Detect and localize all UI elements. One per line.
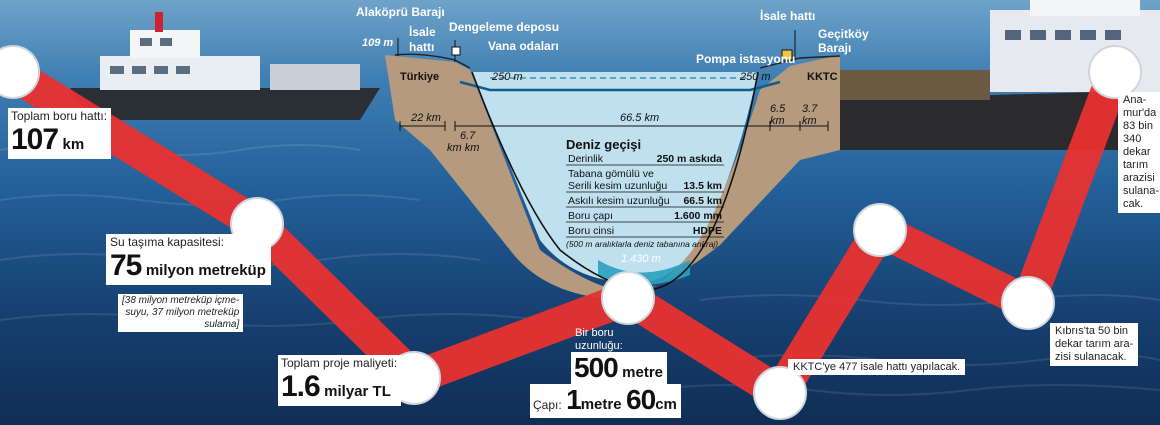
route-node-7 <box>1001 276 1055 330</box>
table-row-val-5: HDPE <box>693 225 722 237</box>
label-6-7km: 6.7 <box>460 130 476 142</box>
seabed-ground <box>385 55 840 299</box>
label-22km: 22 km <box>410 112 441 124</box>
label-gecitkoy-1: Geçitköy <box>818 27 869 41</box>
table-row-val-4: 1.600 mm <box>674 210 722 222</box>
table-row-key-5: Boru cinsi <box>568 225 614 237</box>
table-note: (500 m aralıklarla deniz tabanına ankraj… <box>566 239 718 249</box>
stat-pipe-length: 500 metre <box>571 352 668 386</box>
stat-pipe-total-value: 107 <box>11 123 59 156</box>
stat-cost: Toplam proje maliyeti: 1.6 milyar TL <box>278 355 402 406</box>
stat-diameter-unit1: metre <box>580 396 622 413</box>
label-250m-left: 250 m <box>491 71 523 83</box>
label-turkiye: Türkiye <box>400 71 439 83</box>
stat-pipe-total-label: Toplam boru hattı: <box>11 109 108 123</box>
pipeline-line <box>459 80 781 92</box>
stat-pipe-total: Toplam boru hattı: 107 km <box>8 108 112 159</box>
label-km-65: km <box>770 115 785 127</box>
route-node-4 <box>601 271 655 325</box>
stat-cost-label: Toplam proje maliyeti: <box>281 356 398 370</box>
route-node-5 <box>753 366 807 420</box>
table-row-key-3: Askılı kesim uzunluğu <box>568 195 670 207</box>
table-row-val-3: 66.5 km <box>683 195 722 207</box>
table-row-key-4: Boru çapı <box>568 210 613 222</box>
stat-kibris: Kıbrıs'ta 50 bin dekar tarım ara- zisi s… <box>1050 323 1139 366</box>
label-109m: 109 m <box>362 37 393 49</box>
stat-pipe-total-unit: km <box>62 136 85 153</box>
table-row-key-1: Tabana gömülü ve <box>568 168 654 180</box>
stat-capacity-label: Su taşıma kapasitesi: <box>110 235 225 249</box>
label-66-5km: 66.5 km <box>620 112 659 124</box>
stat-capacity-value: 75 <box>110 249 142 282</box>
stat-pipe-length-label: Bir boru uzunluğu: <box>575 327 623 352</box>
stat-capacity-note: [38 milyon metreküp içme- suyu, 37 milyo… <box>118 294 244 332</box>
stat-diameter-value2: 60 <box>626 384 656 415</box>
route-node-8 <box>1088 45 1142 99</box>
stat-diameter: Çapı: 1metre 60cm <box>530 384 681 418</box>
stat-pipe-length-unit: metre <box>622 364 664 381</box>
label-gecitkoy-2: Barajı <box>818 41 851 55</box>
stat-capacity-unit: milyon metreküp <box>145 262 266 279</box>
stat-pipe-length-value: 500 <box>574 352 619 383</box>
label-isale-left-2: hattı <box>409 40 434 54</box>
label-vana: Vana odaları <box>488 39 559 53</box>
sea-crossing-table: Deniz geçişi Derinlik 250 m askıda Taban… <box>566 137 724 249</box>
label-isale-right: İsale hattı <box>760 8 815 23</box>
stat-diameter-unit2: cm <box>655 396 677 413</box>
label-depth: 1.430 m <box>621 253 661 265</box>
stat-anamur: Ana- mur'da 83 bin 340 dekar tarım arazi… <box>1118 92 1160 213</box>
route-node-6 <box>853 203 907 257</box>
sea-water <box>472 72 758 283</box>
stat-cost-unit: milyar TL <box>324 383 391 400</box>
table-row-key-0: Derinlik <box>568 153 604 165</box>
stat-cost-value: 1.6 <box>281 370 321 403</box>
label-isale-left-1: İsale <box>409 24 436 39</box>
label-pompa: Pompa istasyonu <box>696 52 795 66</box>
label-alakopru: Alaköprü Barajı <box>356 5 445 19</box>
label-km-37: km <box>802 115 817 127</box>
stat-capacity: Su taşıma kapasitesi: 75 milyon metreküp <box>106 234 271 285</box>
label-kktc: KKTC <box>807 71 838 83</box>
ship-left <box>70 12 380 120</box>
label-dengeleme: Dengeleme deposu <box>449 20 559 34</box>
label-6-5: 6.5 <box>770 103 786 115</box>
stat-diameter-value1: 1 <box>566 384 582 415</box>
table-row-val-2: 13.5 km <box>683 180 722 192</box>
label-3-7: 3.7 <box>802 103 818 115</box>
stat-diameter-label: Çapı: <box>533 398 562 412</box>
stat-kktc-line: KKTC'ye 477 isale hattı yapılacak. <box>788 359 966 375</box>
table-row-val-0: 250 m askıda <box>657 153 723 165</box>
label-250m-right: 250 m <box>739 71 771 83</box>
label-km-small: km km <box>447 142 479 154</box>
table-row-key-2: Serili kesim uzunluğu <box>568 180 667 192</box>
table-title: Deniz geçişi <box>566 137 641 152</box>
